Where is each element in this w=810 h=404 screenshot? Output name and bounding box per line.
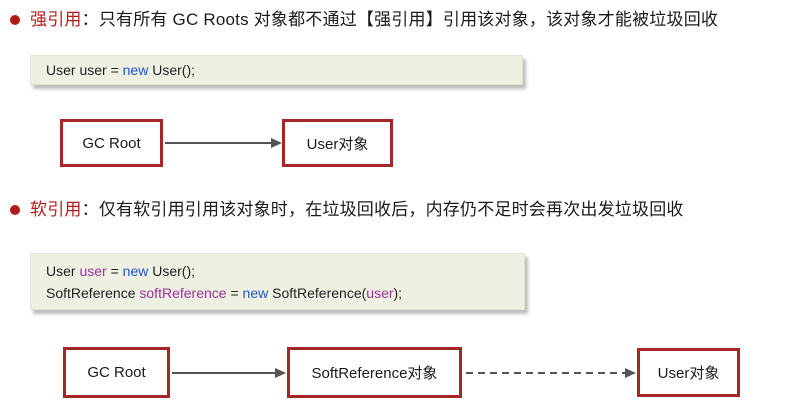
arrow-solid [165, 138, 282, 148]
heading-text: 只有所有 GC Roots 对象都不通过【强引用】引用该对象，该对象才能被垃圾回… [98, 10, 719, 29]
code-text: User user = [46, 62, 123, 78]
code-line: User user = new User(); [46, 260, 524, 282]
code-keyword: new [242, 285, 269, 301]
code-text: = [226, 285, 243, 301]
node-gc-root: GC Root [63, 347, 170, 398]
strong-ref-heading: 强引用：只有所有 GC Roots 对象都不通过【强引用】引用该对象，该对象才能… [30, 8, 718, 32]
node-user-object: User对象 [282, 119, 393, 167]
heading-term: 强引用 [30, 10, 82, 29]
heading-text: 仅有软引用引用该对象时，在垃圾回收后，内存仍不足时会再次出发垃圾回收 [98, 200, 684, 219]
code-line: SoftReference softReference = new SoftRe… [46, 282, 524, 304]
bullet-icon [10, 205, 20, 215]
code-block-soft: User user = new User(); SoftReference so… [30, 253, 525, 310]
node-gc-root: GC Root [60, 119, 163, 167]
code-line: User user = new User(); [46, 56, 522, 85]
code-text: SoftReference( [268, 285, 367, 301]
code-text: User(); [148, 263, 196, 279]
arrow-dashed [466, 368, 636, 378]
node-softreference-object: SoftReference对象 [287, 347, 462, 398]
arrow-solid [172, 368, 286, 378]
code-text: User(); [148, 62, 195, 78]
bullet-icon [10, 15, 20, 25]
code-variable: user [79, 263, 107, 279]
code-text: ); [393, 285, 403, 301]
code-text: = [106, 263, 123, 279]
code-text: User [46, 263, 80, 279]
code-text: SoftReference [46, 285, 140, 301]
heading-term: 软引用 [30, 200, 82, 219]
code-variable: softReference [139, 285, 227, 301]
code-variable: user [366, 285, 394, 301]
code-keyword: new [122, 62, 149, 78]
heading-colon: ： [81, 10, 99, 29]
node-user-object: User对象 [637, 348, 740, 397]
soft-ref-heading: 软引用：仅有软引用引用该对象时，在垃圾回收后，内存仍不足时会再次出发垃圾回收 [30, 198, 684, 222]
code-block-strong: User user = new User(); [30, 55, 523, 85]
heading-colon: ： [81, 200, 99, 219]
code-keyword: new [122, 263, 149, 279]
